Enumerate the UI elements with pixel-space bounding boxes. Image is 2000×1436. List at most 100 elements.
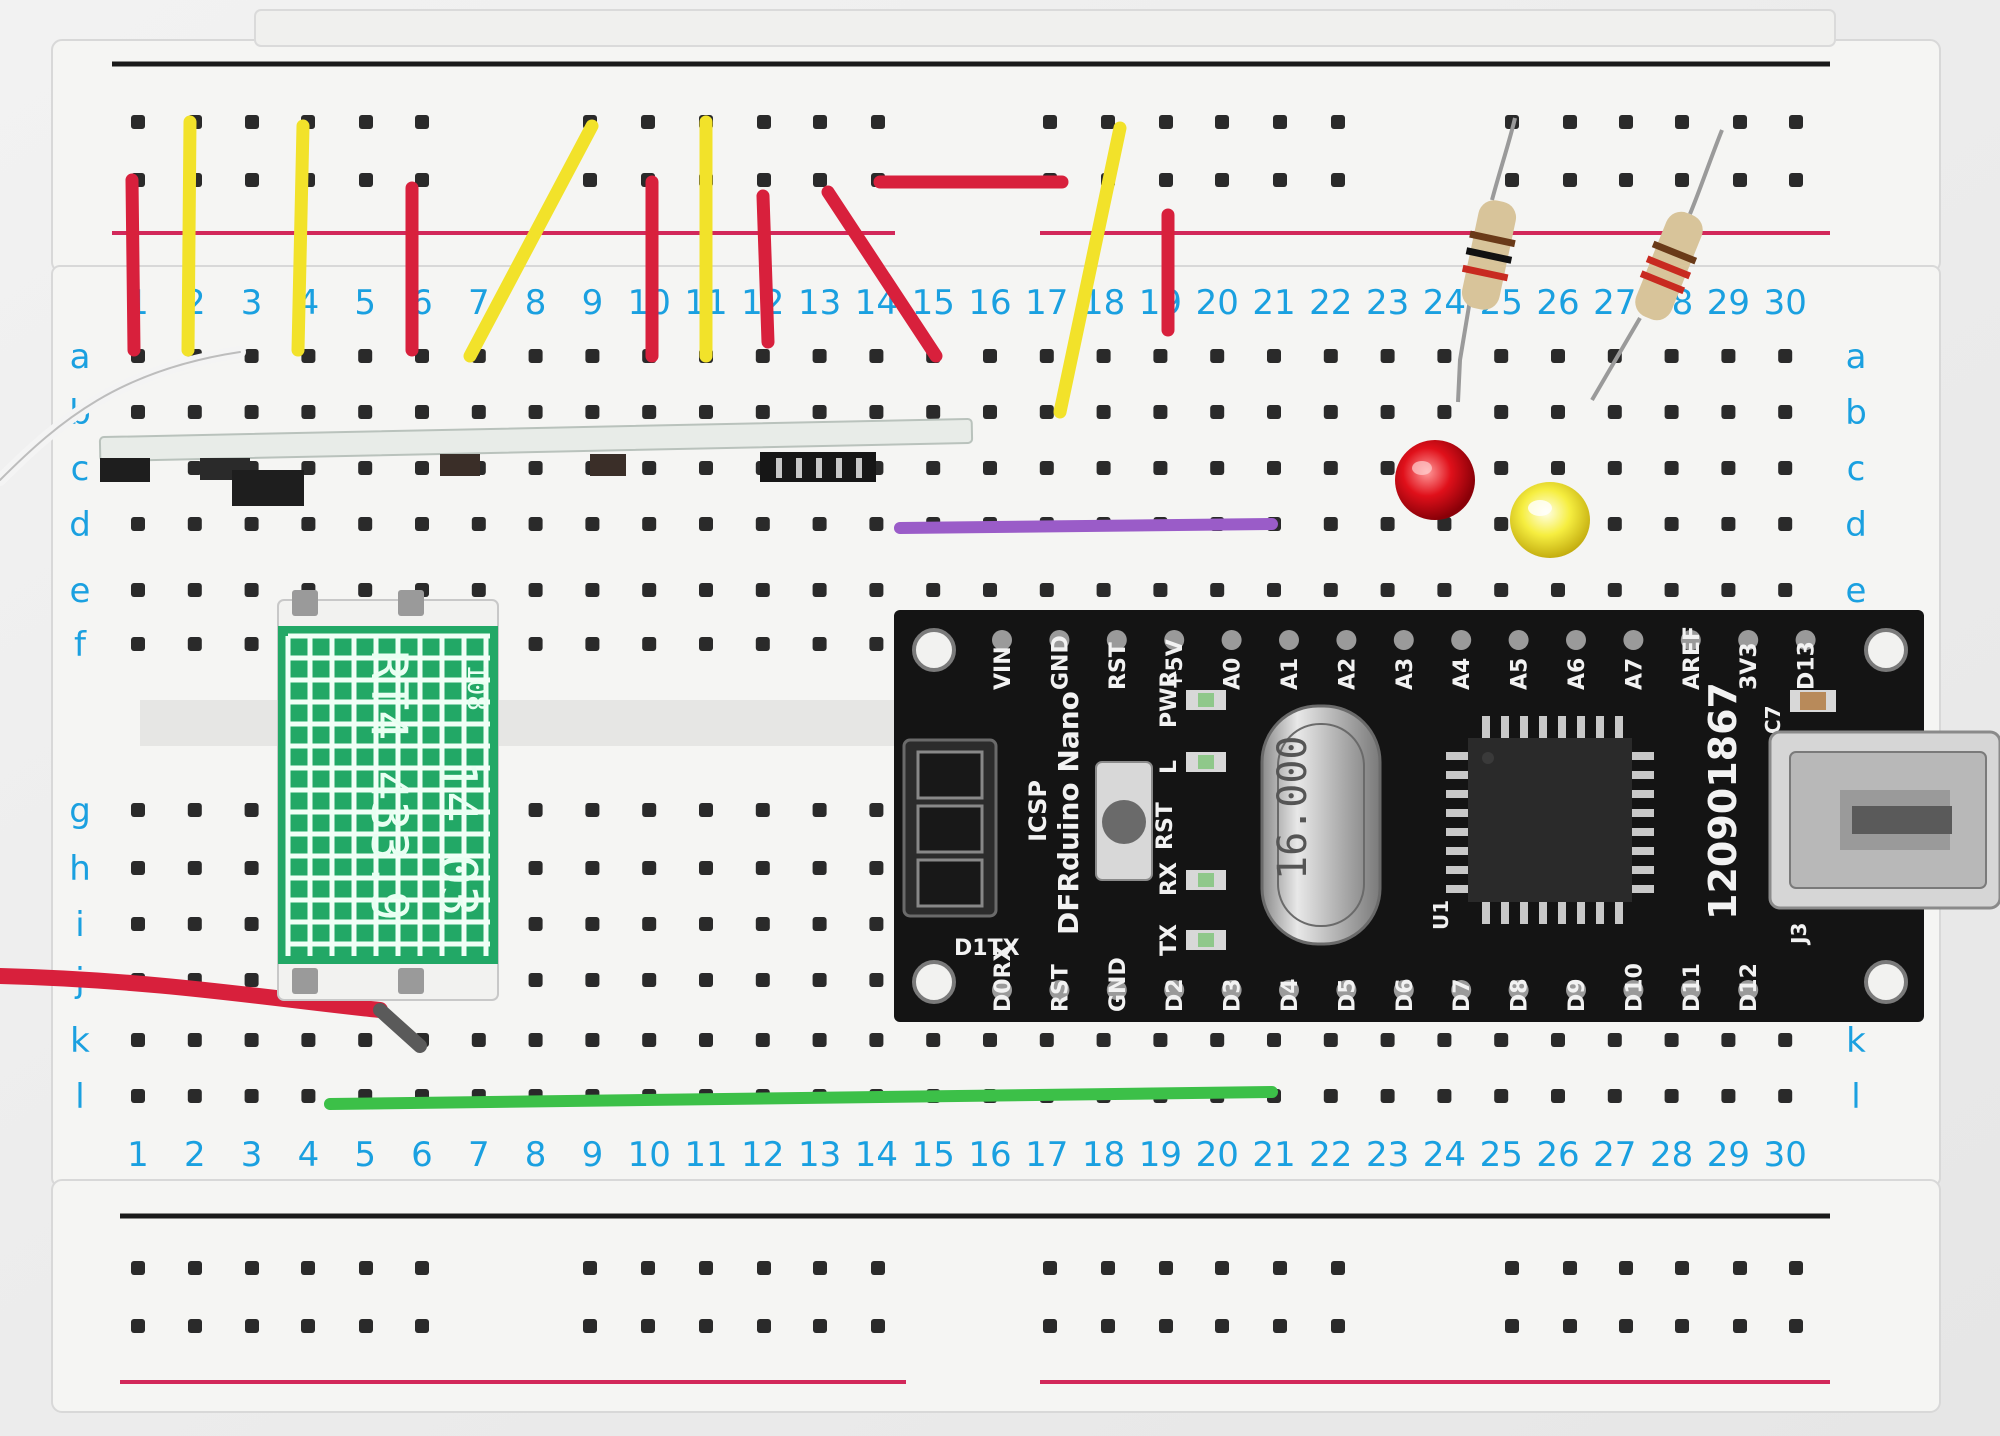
breadboard-hole: [1380, 405, 1395, 419]
breadboard-hole: [1153, 1033, 1168, 1047]
breadboard-hole: [131, 861, 145, 875]
breadboard-hole: [187, 461, 202, 475]
rail-hole: [1733, 115, 1747, 129]
rail-hole: [813, 173, 827, 187]
breadboard-hole: [1551, 405, 1565, 419]
column-label-bottom: 27: [1593, 1135, 1636, 1175]
breadboard-hole: [1494, 461, 1509, 475]
rail-hole: [757, 115, 771, 129]
header-pad: [1680, 630, 1701, 650]
pin-label: D5: [1335, 978, 1360, 1012]
rail-hole: [1273, 1319, 1287, 1333]
breadboard-hole: [301, 517, 316, 531]
rail-hole: [1505, 1261, 1519, 1275]
rail-hole: [301, 1319, 315, 1333]
breadboard-hole: [1437, 1033, 1452, 1047]
breadboard-hole: [1721, 1033, 1736, 1047]
breadboard-hole: [1494, 349, 1509, 363]
c7-label: C7: [1761, 705, 1785, 734]
breadboard-hole: [699, 917, 713, 931]
breadboard-hole: [301, 461, 316, 475]
breadboard-hole: [187, 803, 202, 817]
breadboard-hole: [585, 917, 600, 931]
breadboard-hole: [699, 583, 713, 597]
breadboard-hole: [755, 973, 770, 987]
breadboard-hole: [358, 349, 373, 363]
breadboard-hole: [812, 803, 827, 817]
rail-hole: [871, 115, 885, 129]
rail-hole: [699, 1319, 713, 1333]
column-label-bottom: 25: [1480, 1135, 1523, 1175]
row-label-right: k: [1846, 1021, 1866, 1061]
column-label-bottom: 18: [1082, 1135, 1125, 1175]
wire-yellow: [181, 115, 197, 357]
breadboard-hole: [699, 861, 713, 875]
breadboard-hole: [1096, 405, 1111, 419]
rail-hole: [1101, 1261, 1115, 1275]
rail-hole: [871, 1319, 885, 1333]
rail-hole: [871, 1261, 885, 1275]
rail-hole: [1043, 115, 1057, 129]
rail-hole: [131, 115, 145, 129]
breadboard-hole: [926, 405, 941, 419]
rail-hole: [699, 1261, 713, 1275]
rail-hole: [1619, 173, 1633, 187]
breadboard-top-rail: [51, 39, 1941, 273]
column-label-bottom: 29: [1707, 1135, 1750, 1175]
breadboard-hole: [1323, 1089, 1338, 1103]
breadboard-hole: [1721, 583, 1736, 597]
breadboard-hole: [301, 1089, 316, 1103]
icsp-header: [902, 738, 998, 918]
breadboard-hole: [131, 803, 145, 817]
breadboard-bottom-rail: [51, 1179, 1941, 1413]
breadboard-hole: [983, 583, 997, 597]
rail-hole: [1159, 173, 1173, 187]
breadboard-hole: [1039, 405, 1054, 419]
breadboard-hole: [1721, 1089, 1736, 1103]
breadboard-hole: [528, 1033, 543, 1047]
reset-button[interactable]: [1095, 761, 1153, 881]
rail-hole: [188, 1261, 202, 1275]
d1tx-label: D1TX: [954, 936, 1020, 961]
column-label-bottom: 1: [127, 1135, 149, 1175]
breadboard-hole: [131, 637, 145, 651]
breadboard-hole: [869, 803, 884, 817]
serial-number: 120901867: [1701, 682, 1745, 920]
breadboard-hole: [755, 349, 770, 363]
rail-hole: [1043, 1261, 1057, 1275]
breadboard-hole: [244, 1089, 259, 1103]
led-label-rx: RX: [1157, 862, 1182, 896]
breadboard-hole: [244, 517, 259, 531]
breadboard-hole: [812, 1033, 827, 1047]
breadboard-hole: [812, 861, 827, 875]
breadboard-hole: [471, 405, 486, 419]
breadboard-hole: [1210, 1033, 1225, 1047]
breadboard-hole: [699, 517, 713, 531]
led-label-l: L: [1157, 760, 1182, 774]
breadboard-hole: [699, 637, 713, 651]
rail-hole: [1675, 1319, 1689, 1333]
breadboard-hole: [131, 405, 145, 419]
column-label-bottom: 14: [855, 1135, 898, 1175]
module-line-2: RT4 433.9: [360, 650, 418, 921]
breadboard-hole: [187, 1033, 202, 1047]
wire-purple: [894, 518, 1278, 534]
j3-label: J3: [1787, 923, 1811, 946]
wire-red: [125, 173, 141, 357]
column-label-bottom: 17: [1025, 1135, 1068, 1175]
breadboard-hole: [699, 973, 713, 987]
breadboard-hole: [1664, 1089, 1679, 1103]
rail-hole: [583, 1319, 597, 1333]
breadboard-hole: [983, 405, 997, 419]
breadboard-hole: [1380, 1033, 1395, 1047]
breadboard-hole: [1494, 517, 1509, 531]
breadboard-hole: [528, 517, 543, 531]
header-pad: [1738, 980, 1759, 1000]
resistor-2: [1590, 129, 1724, 402]
mini-usb-connector[interactable]: [1768, 730, 2000, 910]
row-label-left: d: [69, 505, 91, 545]
led-red: [1395, 440, 1475, 520]
rail-hole: [813, 1261, 827, 1275]
breadboard-hole: [1551, 1089, 1565, 1103]
resistor-1: [1456, 117, 1517, 403]
